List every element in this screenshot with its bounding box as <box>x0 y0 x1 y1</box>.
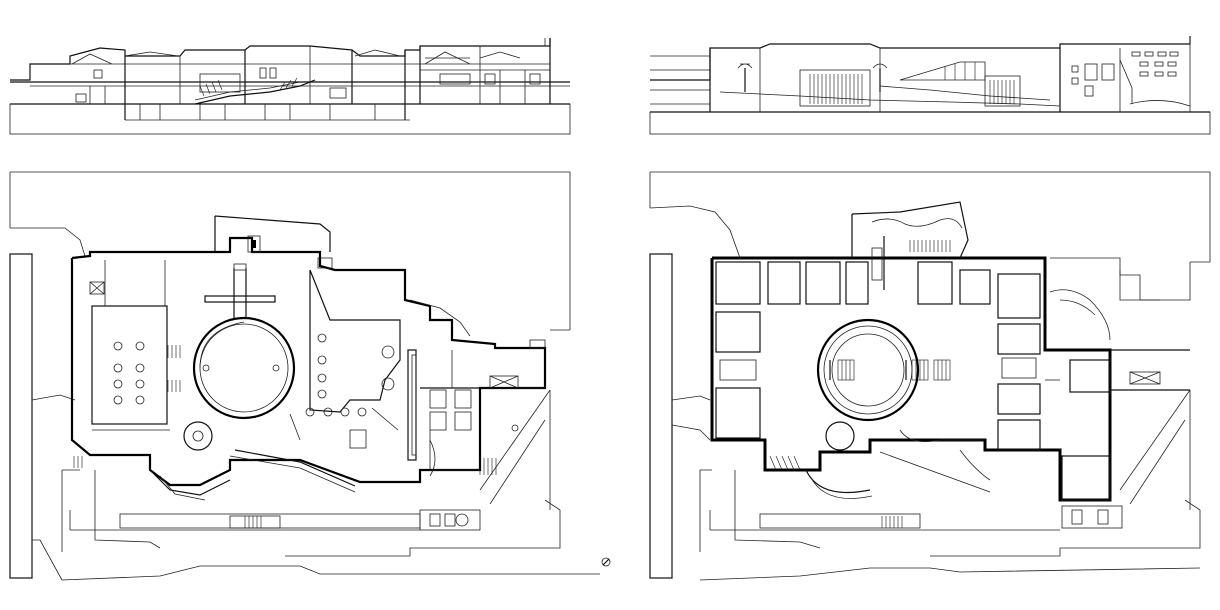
tree-icon <box>872 63 888 92</box>
section-left <box>9 38 571 135</box>
stair-hatching <box>73 345 497 528</box>
tree-icon <box>737 63 753 92</box>
column-grid <box>113 341 145 405</box>
gallery-rooms <box>715 261 1111 501</box>
north-arrow-icon <box>601 557 611 567</box>
round-stair-right <box>825 421 855 451</box>
service-cores <box>89 257 519 531</box>
benches <box>837 359 951 381</box>
central-rotunda-right <box>816 318 920 422</box>
column-grid-right <box>305 333 367 417</box>
elevation-right <box>649 36 1211 135</box>
central-rotunda <box>192 316 296 420</box>
spiral-stair <box>183 421 213 451</box>
plan-right <box>649 171 1211 581</box>
plan-left <box>9 171 611 581</box>
elevation-ground-box <box>649 111 1211 135</box>
